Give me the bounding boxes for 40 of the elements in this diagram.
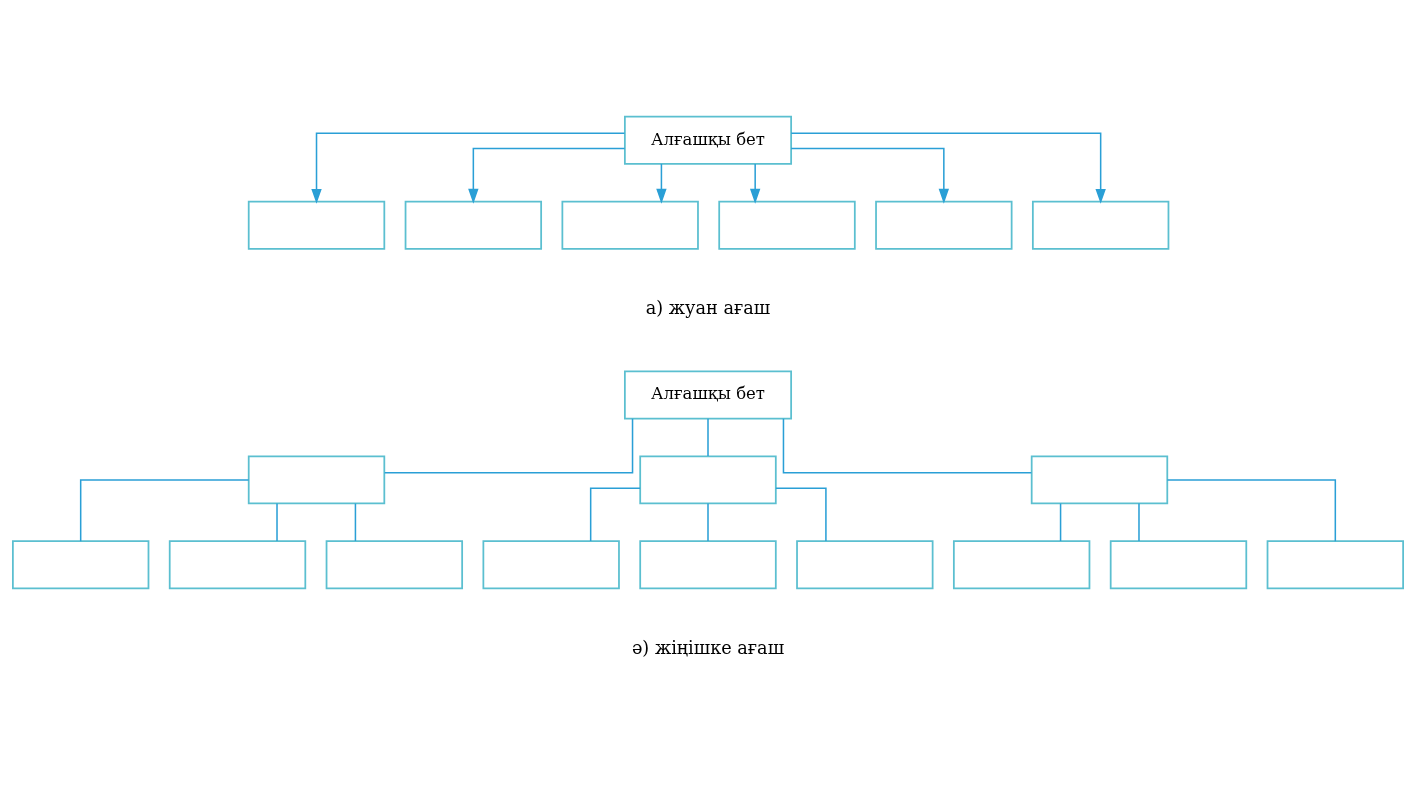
- node-box: [1109, 539, 1248, 589]
- connector: [707, 502, 709, 542]
- node-box: [1030, 454, 1169, 504]
- connector: [589, 486, 641, 542]
- connector: [383, 417, 634, 474]
- node-box: [952, 539, 1091, 589]
- arrow: [656, 162, 667, 204]
- node-box: [1266, 539, 1404, 589]
- node-box: [561, 200, 699, 250]
- connector: [354, 502, 357, 542]
- node-box: [639, 454, 777, 504]
- node-box: [482, 539, 620, 589]
- label: а) жуан ағаш: [645, 297, 771, 318]
- connector: [1138, 502, 1140, 542]
- node-box: [1031, 200, 1170, 250]
- arrow: [749, 162, 761, 204]
- node-box: [168, 539, 307, 589]
- node-box: [639, 539, 777, 589]
- connector: [775, 486, 827, 542]
- node-box: [404, 200, 543, 250]
- arrow: [790, 131, 1106, 204]
- node-box: [247, 200, 386, 250]
- node-box: [796, 539, 934, 589]
- node-box: [325, 539, 464, 589]
- node-box: Алғашқы бет: [624, 370, 792, 419]
- node-box: [12, 539, 150, 589]
- connector: [707, 417, 709, 457]
- node-box: [875, 200, 1013, 250]
- arrow: [790, 147, 950, 204]
- connector: [1059, 502, 1062, 542]
- node-box: [247, 454, 386, 504]
- label: ә) жіңішке ағаш: [631, 637, 785, 658]
- connector: [79, 478, 250, 542]
- connector: [782, 417, 1033, 474]
- node-box: Алғашқы бет: [624, 115, 792, 165]
- arrow: [468, 147, 626, 204]
- arrow: [311, 131, 626, 204]
- connector: [276, 502, 278, 542]
- node-box: [718, 200, 856, 250]
- connector: [1166, 478, 1337, 542]
